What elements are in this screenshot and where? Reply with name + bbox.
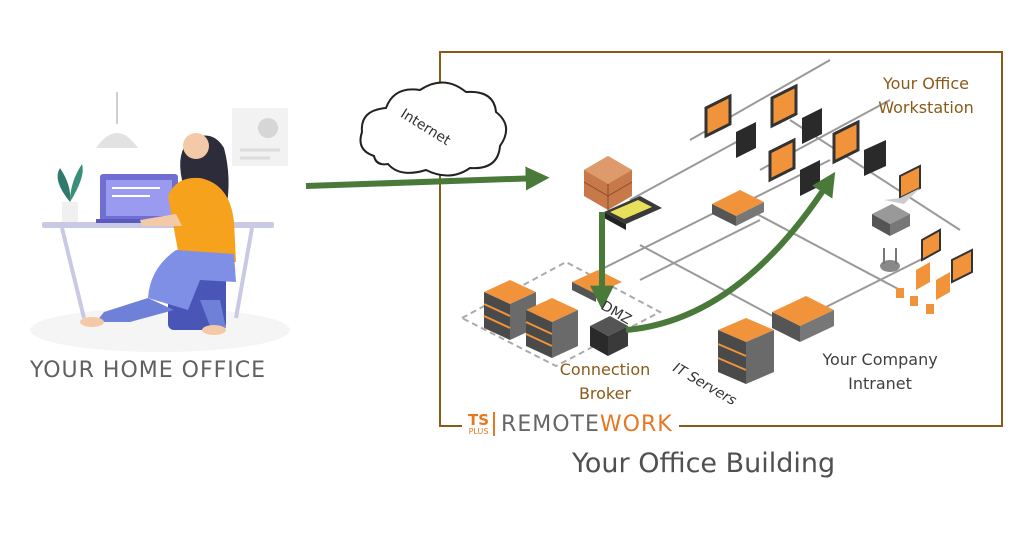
arrow-home-to-firewall (305, 166, 550, 191)
brand-plus: PLUS (468, 426, 489, 436)
brand-remote: REMOTE (501, 411, 600, 437)
arrow-broker-to-workstation (625, 171, 836, 333)
plant-pot (62, 202, 78, 222)
tablet-laptop-icons (896, 228, 973, 314)
internet-cloud-icon (359, 81, 507, 177)
company-intranet-label: Your Company Intranet (822, 350, 938, 393)
wifi-router-icon (880, 248, 900, 272)
intranet-server-icon (772, 296, 834, 342)
wall-chart-panel (232, 108, 288, 166)
brand-ts: TS (468, 410, 490, 429)
person-shirt (168, 177, 236, 262)
printer-icon (872, 204, 910, 236)
firewall-icon (583, 156, 633, 210)
office-building-label: Your Office Building (572, 448, 836, 479)
connection-arrows (305, 166, 836, 333)
dmz-zone (459, 260, 663, 368)
brand-work: WORK (599, 411, 673, 437)
plant-icon (57, 168, 71, 202)
person-pants (148, 250, 236, 310)
laptop-icon (884, 164, 921, 204)
brand-divider (493, 412, 496, 436)
workstation-1 (704, 93, 756, 158)
home-office-label: YOUR HOME OFFICE (30, 358, 267, 383)
pendant-lamp-icon (96, 133, 138, 148)
dmz-server-stack-1 (483, 280, 536, 340)
router-icon (604, 196, 662, 230)
office-building-frame (439, 51, 1003, 427)
connection-broker-label: Connection Broker (559, 360, 651, 403)
dmz-switch-icon (572, 270, 622, 302)
dmz-server-stack-2 (525, 298, 578, 358)
switch-icon (712, 190, 764, 226)
person-head (183, 133, 209, 159)
workstation-3 (768, 137, 820, 196)
connection-broker-icon (590, 316, 628, 356)
workstation-label: Your Office Workstation (878, 74, 974, 117)
tsplus-remotework-logo: TS PLUS REMOTE WORK (462, 409, 679, 439)
workstation-2 (770, 83, 822, 144)
it-server-stack (717, 318, 774, 384)
home-office-illustration (30, 92, 290, 352)
workstation-4 (832, 119, 886, 176)
